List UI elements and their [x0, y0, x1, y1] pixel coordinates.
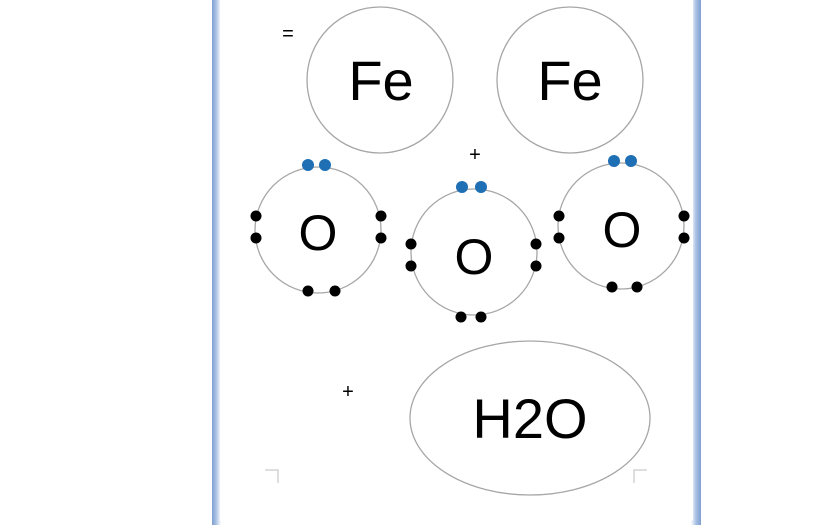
oxygen-atom-2-ring: [410, 188, 538, 316]
oxygen-atom-3-ring: [557, 162, 685, 290]
page-margin-corner-right: [633, 469, 647, 483]
bonding-electron: [475, 181, 487, 193]
oxygen-atom-2: O: [405, 181, 542, 323]
bonding-electron: [625, 155, 637, 167]
bonding-electron: [608, 155, 620, 167]
lone-pair-electron: [530, 238, 542, 250]
oxygen-atom-1: O: [250, 159, 387, 297]
bonding-electron: [319, 159, 331, 171]
iron-atom-1: Fe: [306, 6, 454, 154]
oxygen-atom-1-label: O: [299, 205, 338, 261]
bonding-electron: [302, 159, 314, 171]
lone-pair-electron: [678, 210, 690, 222]
lone-pair-electron: [250, 210, 262, 222]
lone-pair-electron: [606, 281, 618, 293]
bonding-electron: [456, 181, 468, 193]
oxygen-atom-3-label: O: [603, 202, 642, 258]
lone-pair-electron: [375, 232, 387, 244]
iron-atom-2-label: Fe: [537, 49, 602, 112]
oxygen-atom-3: O: [553, 155, 690, 293]
equals-sign: =: [282, 23, 294, 45]
oxygen-atom-2-label: O: [455, 229, 494, 285]
oxygen-atom-1-ring: [254, 166, 382, 294]
lone-pair-electron: [302, 285, 314, 297]
lone-pair-electron: [455, 311, 467, 323]
plus-sign-top: +: [469, 144, 481, 166]
lone-pair-electron: [405, 238, 417, 250]
iron-atom-2: Fe: [496, 6, 644, 154]
water-molecule-ring: [409, 340, 651, 496]
plus-sign-bottom: +: [342, 381, 354, 403]
lone-pair-electron: [475, 311, 487, 323]
water-molecule: H2O: [409, 340, 651, 496]
iron-atom-2-ring: [496, 6, 644, 154]
iron-atom-1-ring: [306, 6, 454, 154]
page-margin-corner-left: [265, 469, 279, 483]
lone-pair-electron: [250, 232, 262, 244]
lone-pair-electron: [553, 210, 565, 222]
lone-pair-electron: [530, 260, 542, 272]
lone-pair-electron: [631, 281, 643, 293]
lone-pair-electron: [375, 210, 387, 222]
lone-pair-electron: [678, 232, 690, 244]
water-molecule-label: H2O: [472, 387, 587, 450]
lone-pair-electron: [329, 285, 341, 297]
iron-atom-1-label: Fe: [348, 49, 413, 112]
lone-pair-electron: [405, 260, 417, 272]
lone-pair-electron: [553, 232, 565, 244]
